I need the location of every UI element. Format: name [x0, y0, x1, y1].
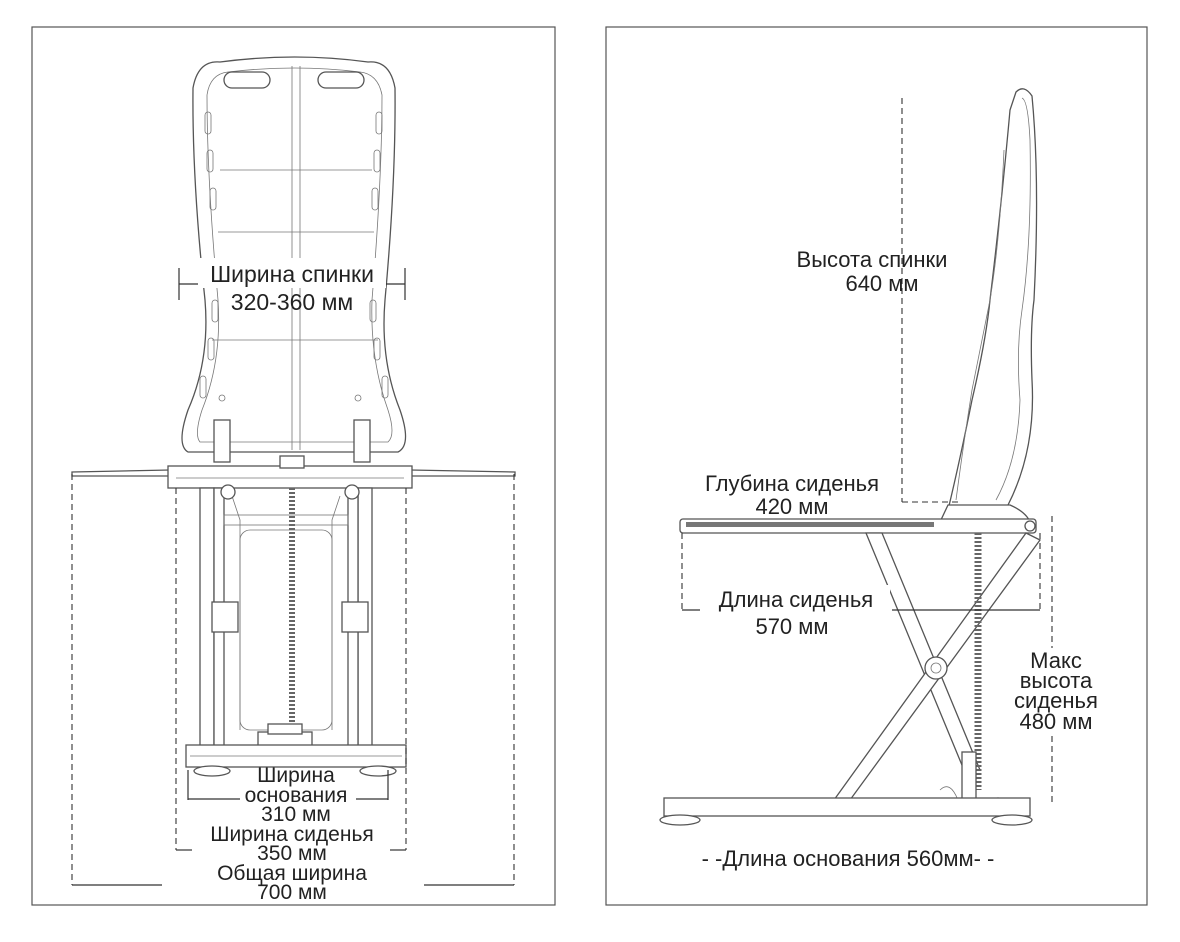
base-length-label: - -Длина основания 560мм- - [702, 846, 995, 871]
front-seat [71, 455, 516, 489]
max-seat-height-line1: Макс [1030, 648, 1082, 673]
max-seat-height-line2: высота [1020, 668, 1093, 693]
max-seat-height-value: 480 мм [1019, 709, 1092, 734]
seat-length-value: 570 мм [755, 614, 828, 639]
back-width-title: Ширина спинки [210, 261, 374, 287]
side-view-frame [605, 26, 1148, 906]
side-base [659, 797, 1033, 826]
total-width-title: Общая ширина [217, 862, 367, 885]
front-dimension-lines [71, 268, 515, 886]
total-width-value: 700 мм [257, 881, 327, 904]
back-width-value: 320-360 мм [231, 289, 353, 315]
back-height-title: Высота спинки [797, 247, 948, 272]
side-seat [679, 518, 1037, 534]
base-width-value: 310 мм [261, 803, 331, 826]
front-view-panel: Ширина спинки 320-360 мм Ширина основани… [31, 26, 556, 906]
base-width-title-line1: Ширина [257, 764, 335, 787]
side-scissor-mechanism [832, 532, 1041, 811]
side-view-panel: Высота спинки 640 мм Глубина сиденья 420… [605, 26, 1148, 906]
seat-length-title: Длина сиденья [719, 587, 873, 612]
base-width-title-line2: основания [245, 784, 348, 807]
front-backrest [181, 56, 407, 463]
front-view-frame [31, 26, 556, 906]
seat-width-value: 350 мм [257, 842, 327, 865]
back-height-value: 640 мм [845, 271, 918, 296]
seat-depth-value: 420 мм [755, 494, 828, 519]
front-base [185, 744, 407, 777]
front-lifting-frame [199, 484, 373, 757]
max-seat-height-line3: сиденья [1014, 688, 1098, 713]
seat-depth-title: Глубина сиденья [705, 471, 879, 496]
seat-width-title: Ширина сиденья [210, 823, 374, 846]
side-backrest [938, 88, 1038, 523]
